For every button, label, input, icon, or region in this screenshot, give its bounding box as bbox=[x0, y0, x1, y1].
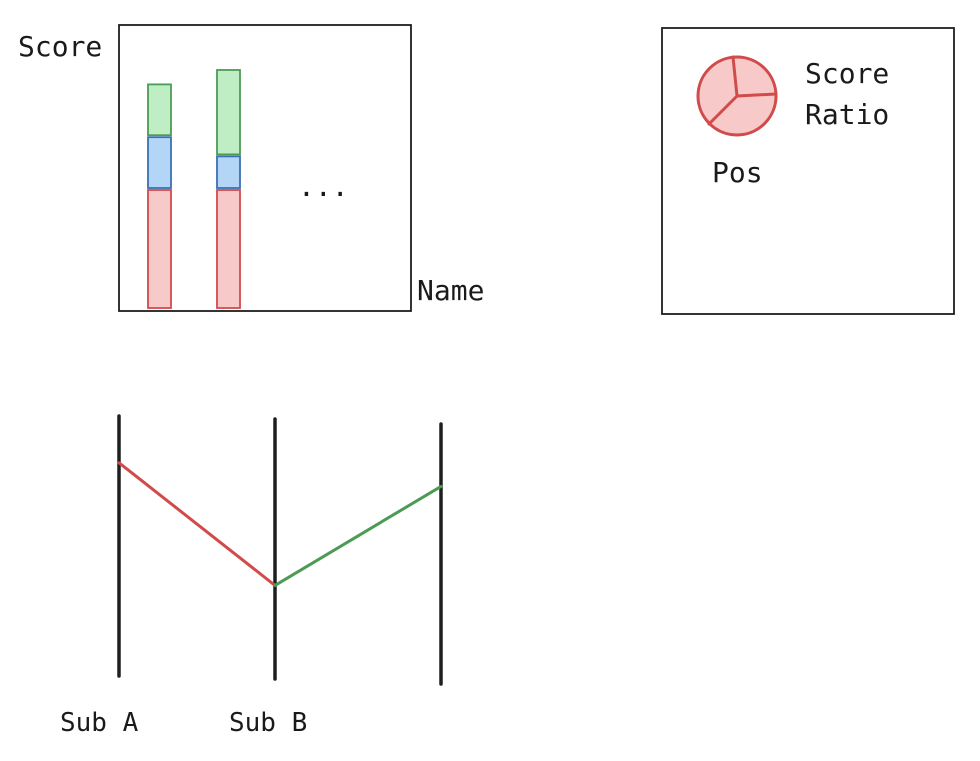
pie-icon bbox=[696, 55, 778, 137]
bar-panel-frame bbox=[118, 24, 412, 312]
bar-2-segment-blue bbox=[216, 155, 241, 189]
parallel-axis-label-1: Sub A bbox=[60, 708, 139, 738]
parallel-axis-label-2: Sub B bbox=[229, 708, 307, 738]
parallel-line-green bbox=[273, 484, 443, 587]
bar-panel: Score Name ... bbox=[18, 24, 484, 312]
pie-caption: Pos bbox=[712, 156, 763, 189]
pie-panel-frame bbox=[661, 27, 955, 315]
bar-2-segment-red bbox=[216, 189, 241, 309]
pie-slice-divider-2 bbox=[735, 92, 778, 98]
bar-panel-ellipsis: ... bbox=[298, 170, 349, 203]
pie-label-line-2: Ratio bbox=[805, 98, 889, 131]
stacked-bars bbox=[147, 69, 241, 309]
parallel-coordinates: Sub A Sub B bbox=[60, 414, 443, 738]
pie-panel: Score Ratio Pos bbox=[661, 27, 955, 315]
bar-1-segment-red bbox=[147, 189, 172, 309]
pie-label-line-1: Score bbox=[805, 57, 889, 90]
parallel-line-red bbox=[117, 461, 277, 587]
bar-1-segment-green bbox=[147, 83, 172, 137]
bar-1-segment-blue bbox=[147, 136, 172, 189]
pie-slice-divider-1 bbox=[731, 55, 739, 98]
bar-2-segment-green bbox=[216, 69, 241, 156]
pie-slice-divider-3 bbox=[707, 94, 739, 126]
bar-panel-x-label: Name bbox=[417, 274, 484, 307]
bar-panel-y-label: Score bbox=[18, 30, 102, 63]
